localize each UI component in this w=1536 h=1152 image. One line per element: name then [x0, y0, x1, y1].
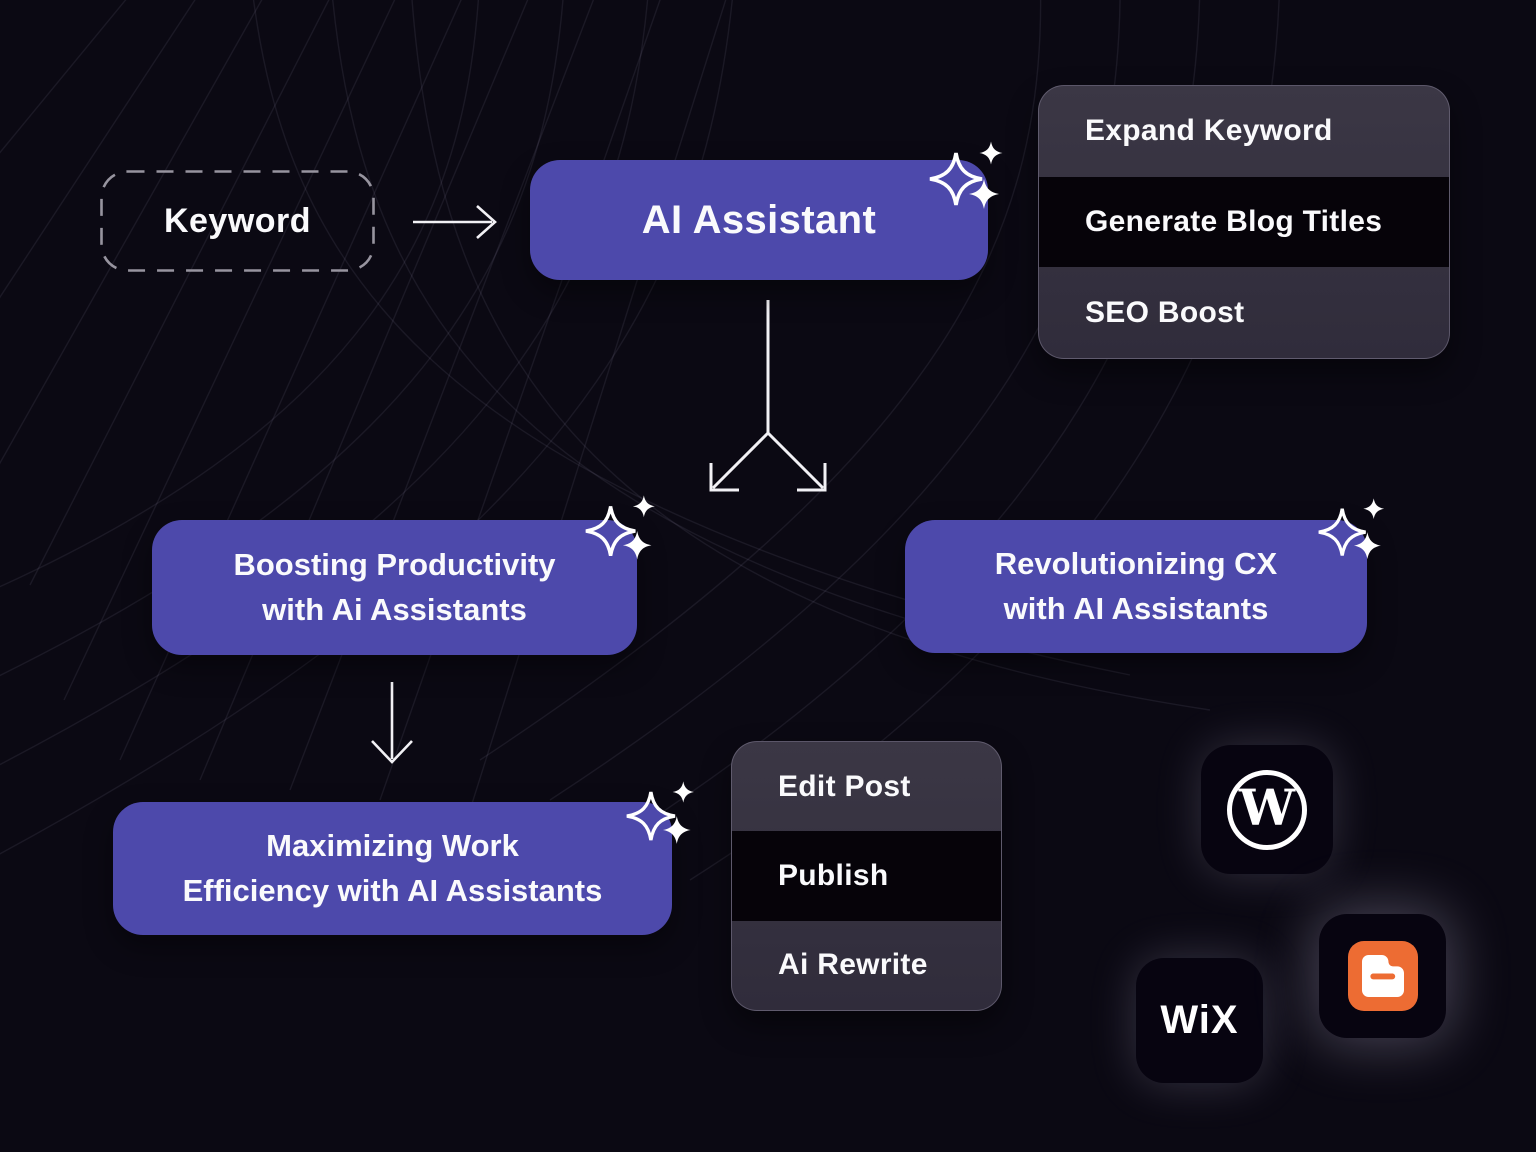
- post-options-menu: Edit Post Publish Ai Rewrite: [731, 741, 1002, 1011]
- menu-item-publish[interactable]: Publish: [732, 831, 1001, 921]
- node-label-line2: with Ai Assistants: [262, 591, 527, 627]
- menu-item-generate-blog-titles[interactable]: Generate Blog Titles: [1039, 176, 1449, 268]
- branch-arrows-icon: [709, 300, 827, 492]
- menu-item-edit-post[interactable]: Edit Post: [732, 742, 1001, 831]
- menu-item-label: Edit Post: [778, 769, 911, 803]
- menu-item-label: Generate Blog Titles: [1085, 205, 1383, 238]
- node-label-line1: Revolutionizing CX: [994, 546, 1278, 582]
- blogger-b-glyph: [1361, 955, 1404, 997]
- node-label-line1: Boosting Productivity: [233, 547, 556, 583]
- wordpress-logo: W: [1227, 769, 1307, 850]
- menu-item-label: Ai Rewrite: [778, 948, 928, 982]
- menu-item-ai-rewrite[interactable]: Ai Rewrite: [732, 921, 1001, 1010]
- revolutionizing-cx-node[interactable]: Revolutionizing CX with AI Assistants: [905, 498, 1385, 653]
- menu-item-label: SEO Boost: [1085, 295, 1245, 329]
- wordpress-monogram: W: [1238, 778, 1296, 837]
- ai-assistant-label: AI Assistant: [641, 197, 877, 242]
- maximizing-efficiency-node[interactable]: Maximizing Work Efficiency with AI Assis…: [113, 781, 694, 935]
- boosting-productivity-node[interactable]: Boosting Productivity with Ai Assistants: [152, 495, 655, 655]
- sparkles-icon: [626, 781, 694, 844]
- menu-item-seo-boost[interactable]: SEO Boost: [1039, 267, 1449, 358]
- sparkles-icon: [1318, 498, 1385, 560]
- keyword-label: Keyword: [163, 201, 312, 240]
- arrow-right-icon: [413, 205, 497, 239]
- keyword-node[interactable]: Keyword: [100, 170, 375, 272]
- ai-assistant-node[interactable]: AI Assistant: [530, 141, 1003, 280]
- dashed-border: [100, 170, 375, 272]
- node-label-line2: with AI Assistants: [1003, 590, 1269, 626]
- wix-wordmark: WiX: [1160, 998, 1239, 1042]
- wordpress-icon[interactable]: W: [1201, 745, 1333, 874]
- ai-options-menu: Expand Keyword Generate Blog Titles SEO …: [1038, 85, 1450, 359]
- menu-item-label: Expand Keyword: [1085, 114, 1333, 148]
- sparkles-icon: [585, 495, 655, 560]
- wix-icon[interactable]: WiX: [1136, 958, 1263, 1083]
- menu-item-label: Publish: [778, 858, 889, 892]
- node-label-line2: Efficiency with AI Assistants: [182, 872, 603, 908]
- blogger-icon[interactable]: [1319, 914, 1446, 1038]
- menu-item-expand-keyword[interactable]: Expand Keyword: [1039, 86, 1449, 177]
- sparkles-icon: [929, 141, 1003, 209]
- node-label-line1: Maximizing Work: [266, 828, 519, 864]
- arrow-down-icon: [371, 682, 413, 764]
- blogger-logo: [1347, 941, 1418, 1011]
